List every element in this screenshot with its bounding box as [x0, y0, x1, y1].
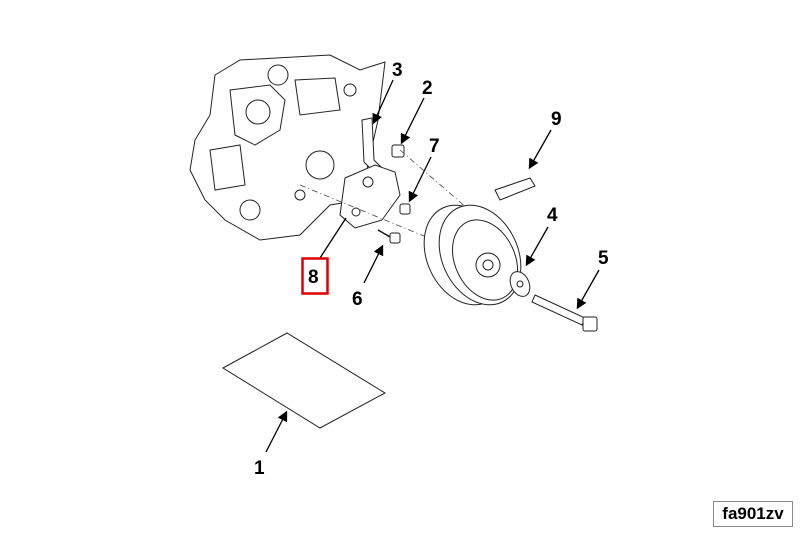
engine-block — [189, 54, 386, 241]
bolt-7 — [399, 203, 411, 215]
bolt-6 — [377, 229, 401, 244]
bolt-2 — [391, 144, 405, 158]
fan-hub-pulley — [423, 204, 522, 306]
bolt-5 — [531, 294, 598, 332]
highlight-box — [301, 257, 329, 295]
callout-1: 1 — [254, 458, 265, 479]
callout-8: 8 — [308, 267, 319, 288]
callout-5: 5 — [598, 248, 609, 269]
callout-2: 2 — [422, 78, 433, 99]
callout-9: 9 — [551, 109, 562, 130]
callout-4: 4 — [547, 205, 558, 226]
callout-6: 6 — [352, 289, 363, 310]
callout-3: 3 — [392, 60, 403, 81]
gasket-sheet — [222, 332, 387, 429]
figure-id-label: fa901zv — [713, 501, 793, 527]
spacer-shaft — [494, 177, 536, 201]
callout-7: 7 — [429, 136, 440, 157]
